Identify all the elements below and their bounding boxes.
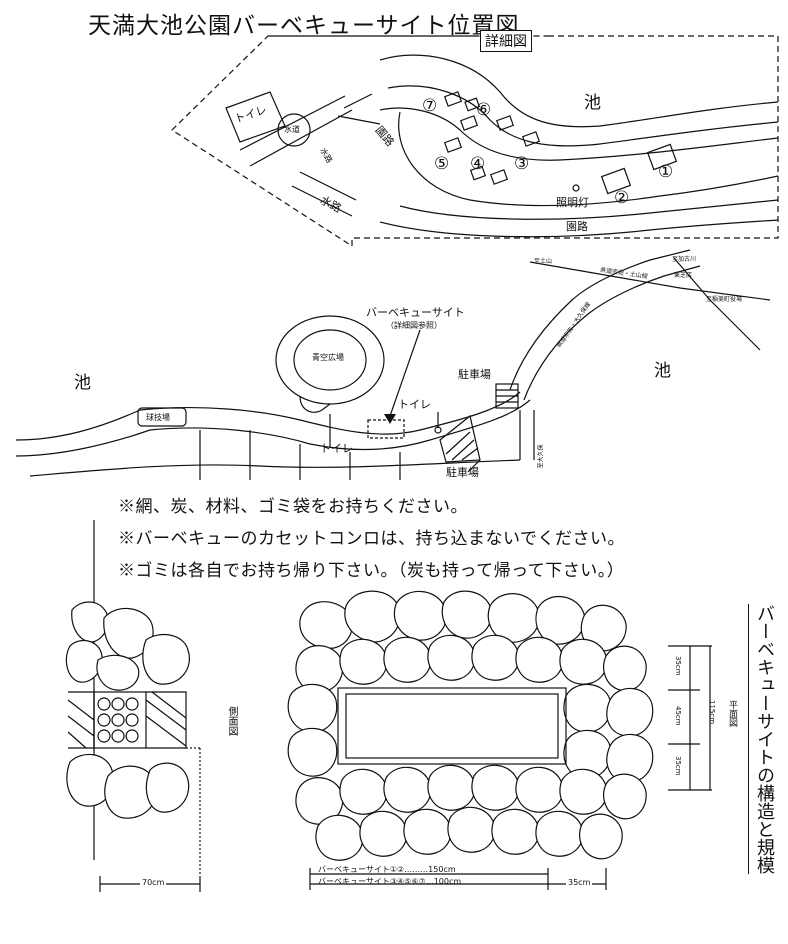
page-title: 天満大池公園バーベキューサイト位置図 — [88, 13, 520, 39]
park-road-bottom-2 — [379, 219, 779, 238]
site-7: ⑦ — [422, 96, 438, 116]
dim-width: 70cm — [140, 878, 167, 887]
bridge-2 — [337, 115, 381, 125]
parking-label-2: 駐車場 — [446, 466, 479, 479]
lamp-marker — [572, 184, 580, 192]
note-3: ※ゴミは各自でお持ち帰り下さい。（炭も持って帰って下さい。） — [118, 561, 625, 581]
parking-lines — [496, 389, 518, 403]
detail-map-frame-label: 詳細図 — [480, 30, 532, 52]
park-road-label-2: 園路 — [566, 220, 588, 233]
size-line-1: バーベキューサイト①②………150cm — [318, 865, 456, 874]
road-label-kakogawa: 至加古川 — [672, 256, 697, 263]
note-2: ※バーベキューのカセットコンロは、持ち込まないでください。 — [118, 529, 625, 549]
overview-roads — [15, 249, 771, 480]
sky-plaza-inner — [293, 329, 367, 391]
size-line-2: バーベキューサイト③④⑤⑥⑦…100cm — [318, 877, 462, 886]
road-label-okubo: 至大久保 — [537, 444, 545, 469]
site-island-edge — [398, 111, 779, 207]
park-road-bottom — [399, 199, 779, 220]
dim-35-side: 35cm — [566, 878, 593, 887]
detail-frame — [171, 35, 779, 248]
parking-label-1: 駐車場 — [458, 368, 491, 381]
bbq-site-arrowhead — [384, 414, 396, 424]
side-view-drawing — [65, 520, 201, 892]
water-tap — [277, 113, 311, 147]
site-1: ① — [658, 162, 674, 182]
ball-field — [137, 407, 187, 427]
toilet-label-2: トイレ — [398, 398, 431, 411]
pond-left-label: 池 — [74, 373, 91, 393]
toilet-building — [225, 91, 286, 143]
pond-right-label: 池 — [654, 361, 671, 381]
sky-plaza-label: 青空広場 — [312, 353, 344, 362]
dim-total: 115cm — [708, 700, 716, 725]
toilet-marker — [434, 426, 442, 434]
plan-view-drawing — [287, 590, 712, 890]
plan-view-label: 平面図 — [727, 700, 737, 727]
bbq-site-area — [367, 419, 405, 439]
lamp-label: 照明灯 — [556, 196, 589, 209]
site-3: ③ — [514, 154, 530, 174]
note-1: ※網、炭、材料、ゴミ袋をお持ちください。 — [118, 497, 468, 517]
site-6: ⑥ — [476, 100, 492, 120]
structure-heading: バーベキューサイトの構造と規模 — [748, 604, 777, 874]
road-label-store: 東芝店 — [674, 272, 693, 279]
parking-arrow — [467, 459, 481, 473]
pond-shore-upper — [379, 54, 779, 128]
road-label-tsuchiyama: 至土山 — [534, 258, 553, 265]
waterway-road — [291, 171, 357, 217]
dim-35-bottom: 35cm — [674, 756, 682, 776]
side-view-label: 側面図 — [226, 706, 237, 736]
site-4: ④ — [470, 154, 486, 174]
waterway-left — [239, 95, 353, 167]
water-tap-label: 水道 — [284, 125, 300, 134]
site-5: ⑤ — [434, 154, 450, 174]
bridge — [343, 93, 373, 109]
road-label-inami: 至稲美町役場 — [706, 296, 743, 303]
sky-plaza-path — [299, 395, 331, 413]
site-2: ② — [614, 188, 630, 208]
pond-shore-upper-2 — [387, 85, 779, 147]
bbq-site-callout: バーベキューサイト — [366, 306, 465, 319]
ball-field-label: 球技場 — [146, 413, 170, 422]
park-road-lower — [379, 107, 779, 161]
parking-hatch — [445, 431, 479, 461]
toilet-label-1: トイレ — [320, 442, 353, 455]
dim-45: 45cm — [674, 706, 682, 726]
bbq-site-callout-note: （詳細図参照） — [386, 321, 442, 330]
bbq-site-arrow — [389, 329, 421, 417]
bbq-site-boxes — [443, 91, 678, 195]
detail-pond-label: 池 — [584, 93, 601, 113]
dim-35-top: 35cm — [674, 656, 682, 676]
